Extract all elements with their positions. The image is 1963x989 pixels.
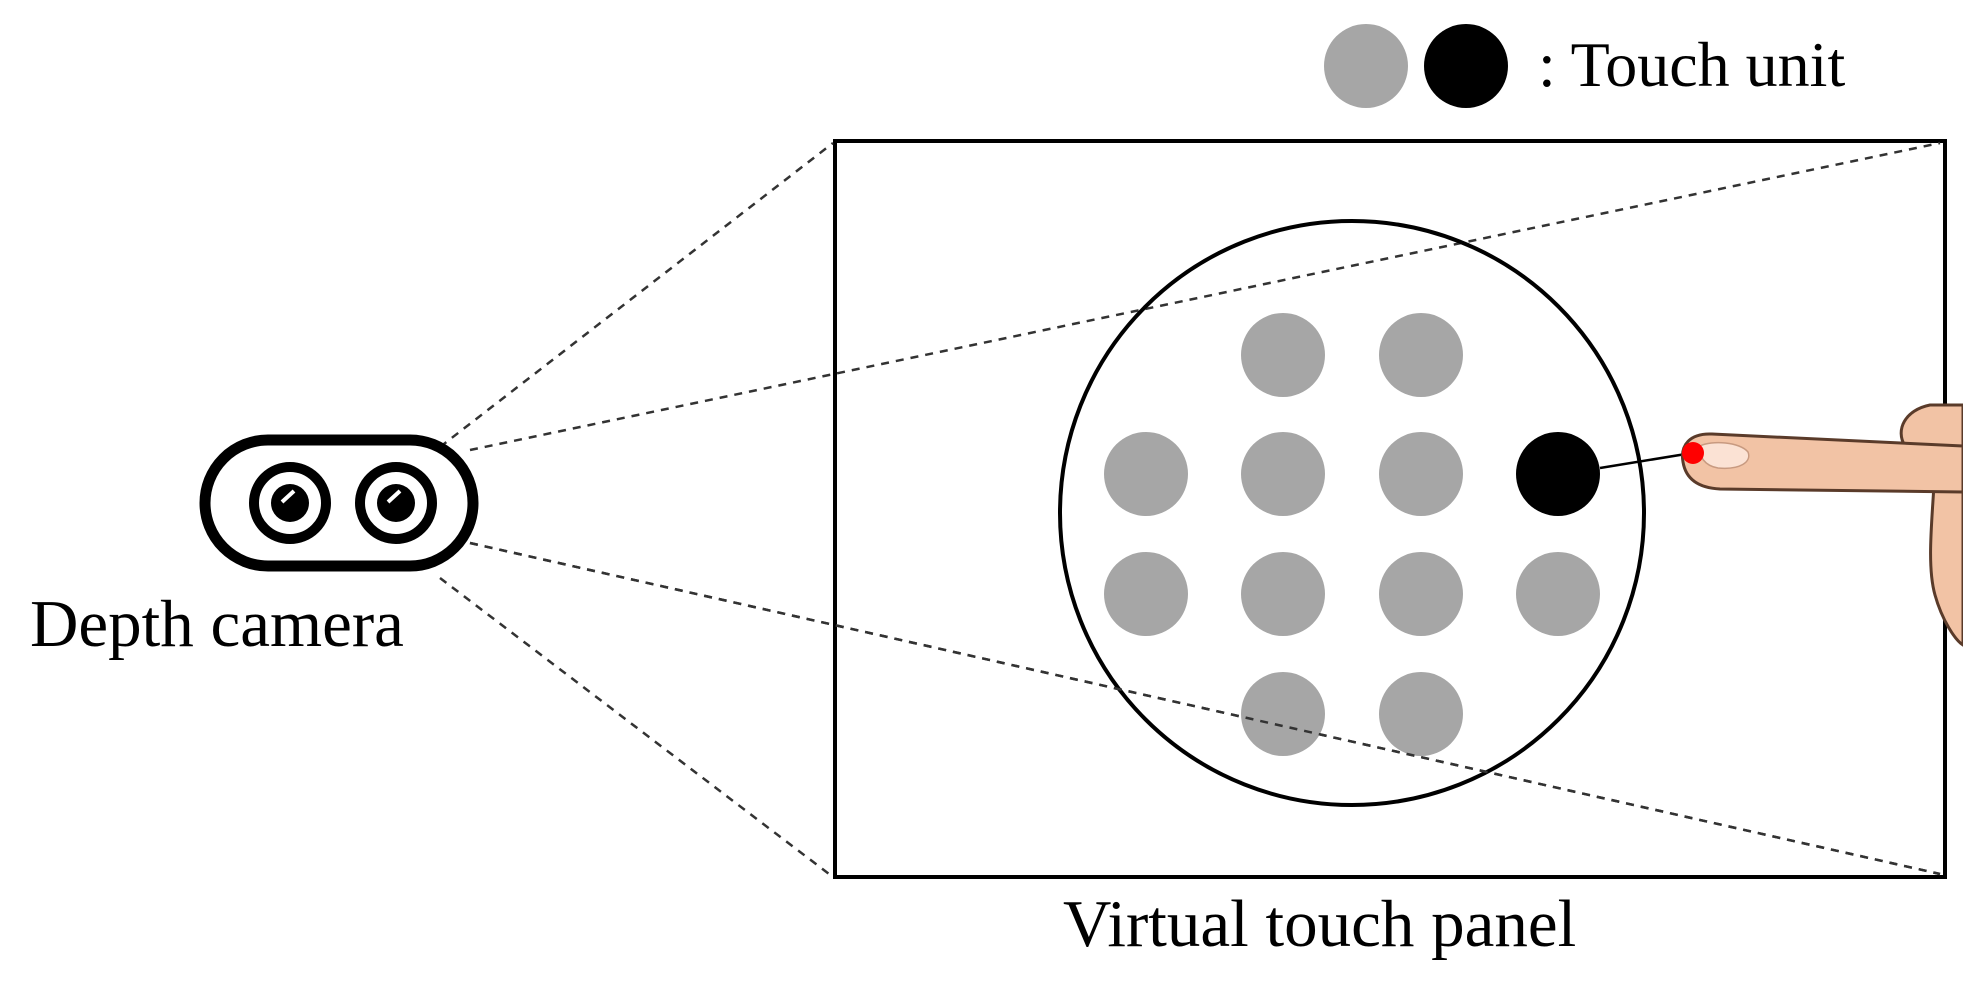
touch-unit (1241, 432, 1325, 516)
touch-region-circle (1058, 219, 1646, 807)
touch-unit (1379, 672, 1463, 756)
depth-camera-icon (199, 434, 479, 572)
hand-palm (1899, 403, 1963, 647)
fov-line-outer-top (439, 142, 834, 448)
touch-unit (1104, 432, 1188, 516)
legend: : Touch unit (1324, 24, 1845, 108)
camera-lens-right-inner (377, 484, 415, 522)
finger-to-unit-connector (1599, 451, 1693, 470)
camera-label: Depth camera (30, 587, 404, 661)
touch-unit (1241, 672, 1325, 756)
legend-label: : Touch unit (1538, 29, 1845, 100)
touch-unit (1241, 313, 1325, 397)
touch-unit-active (1516, 432, 1600, 516)
touch-point-dot (1682, 442, 1704, 464)
touch-unit (1379, 313, 1463, 397)
camera-lens-right-glint (386, 489, 402, 504)
fov-line-inner-bottom-overlay (469, 541, 1941, 876)
touch-unit (1241, 552, 1325, 636)
touch-unit (1379, 552, 1463, 636)
touch-units (1104, 313, 1600, 756)
legend-black-touch-unit (1424, 24, 1508, 108)
legend-gray-touch-unit (1324, 24, 1408, 108)
virtual-touch-panel (833, 139, 1947, 879)
pointing-finger-icon (1680, 403, 1963, 647)
fingernail (1698, 441, 1750, 470)
fov-line-inner-top (469, 141, 1941, 452)
index-finger (1680, 432, 1963, 494)
camera-lens-left-inner (271, 484, 309, 522)
camera-lens-left-glint (280, 489, 296, 504)
panel-label: Virtual touch panel (1063, 887, 1576, 961)
touch-unit (1104, 552, 1188, 636)
touch-unit (1379, 432, 1463, 516)
camera-field-of-view (439, 141, 1941, 878)
touch-unit (1516, 552, 1600, 636)
fov-line-outer-bottom (439, 577, 834, 878)
